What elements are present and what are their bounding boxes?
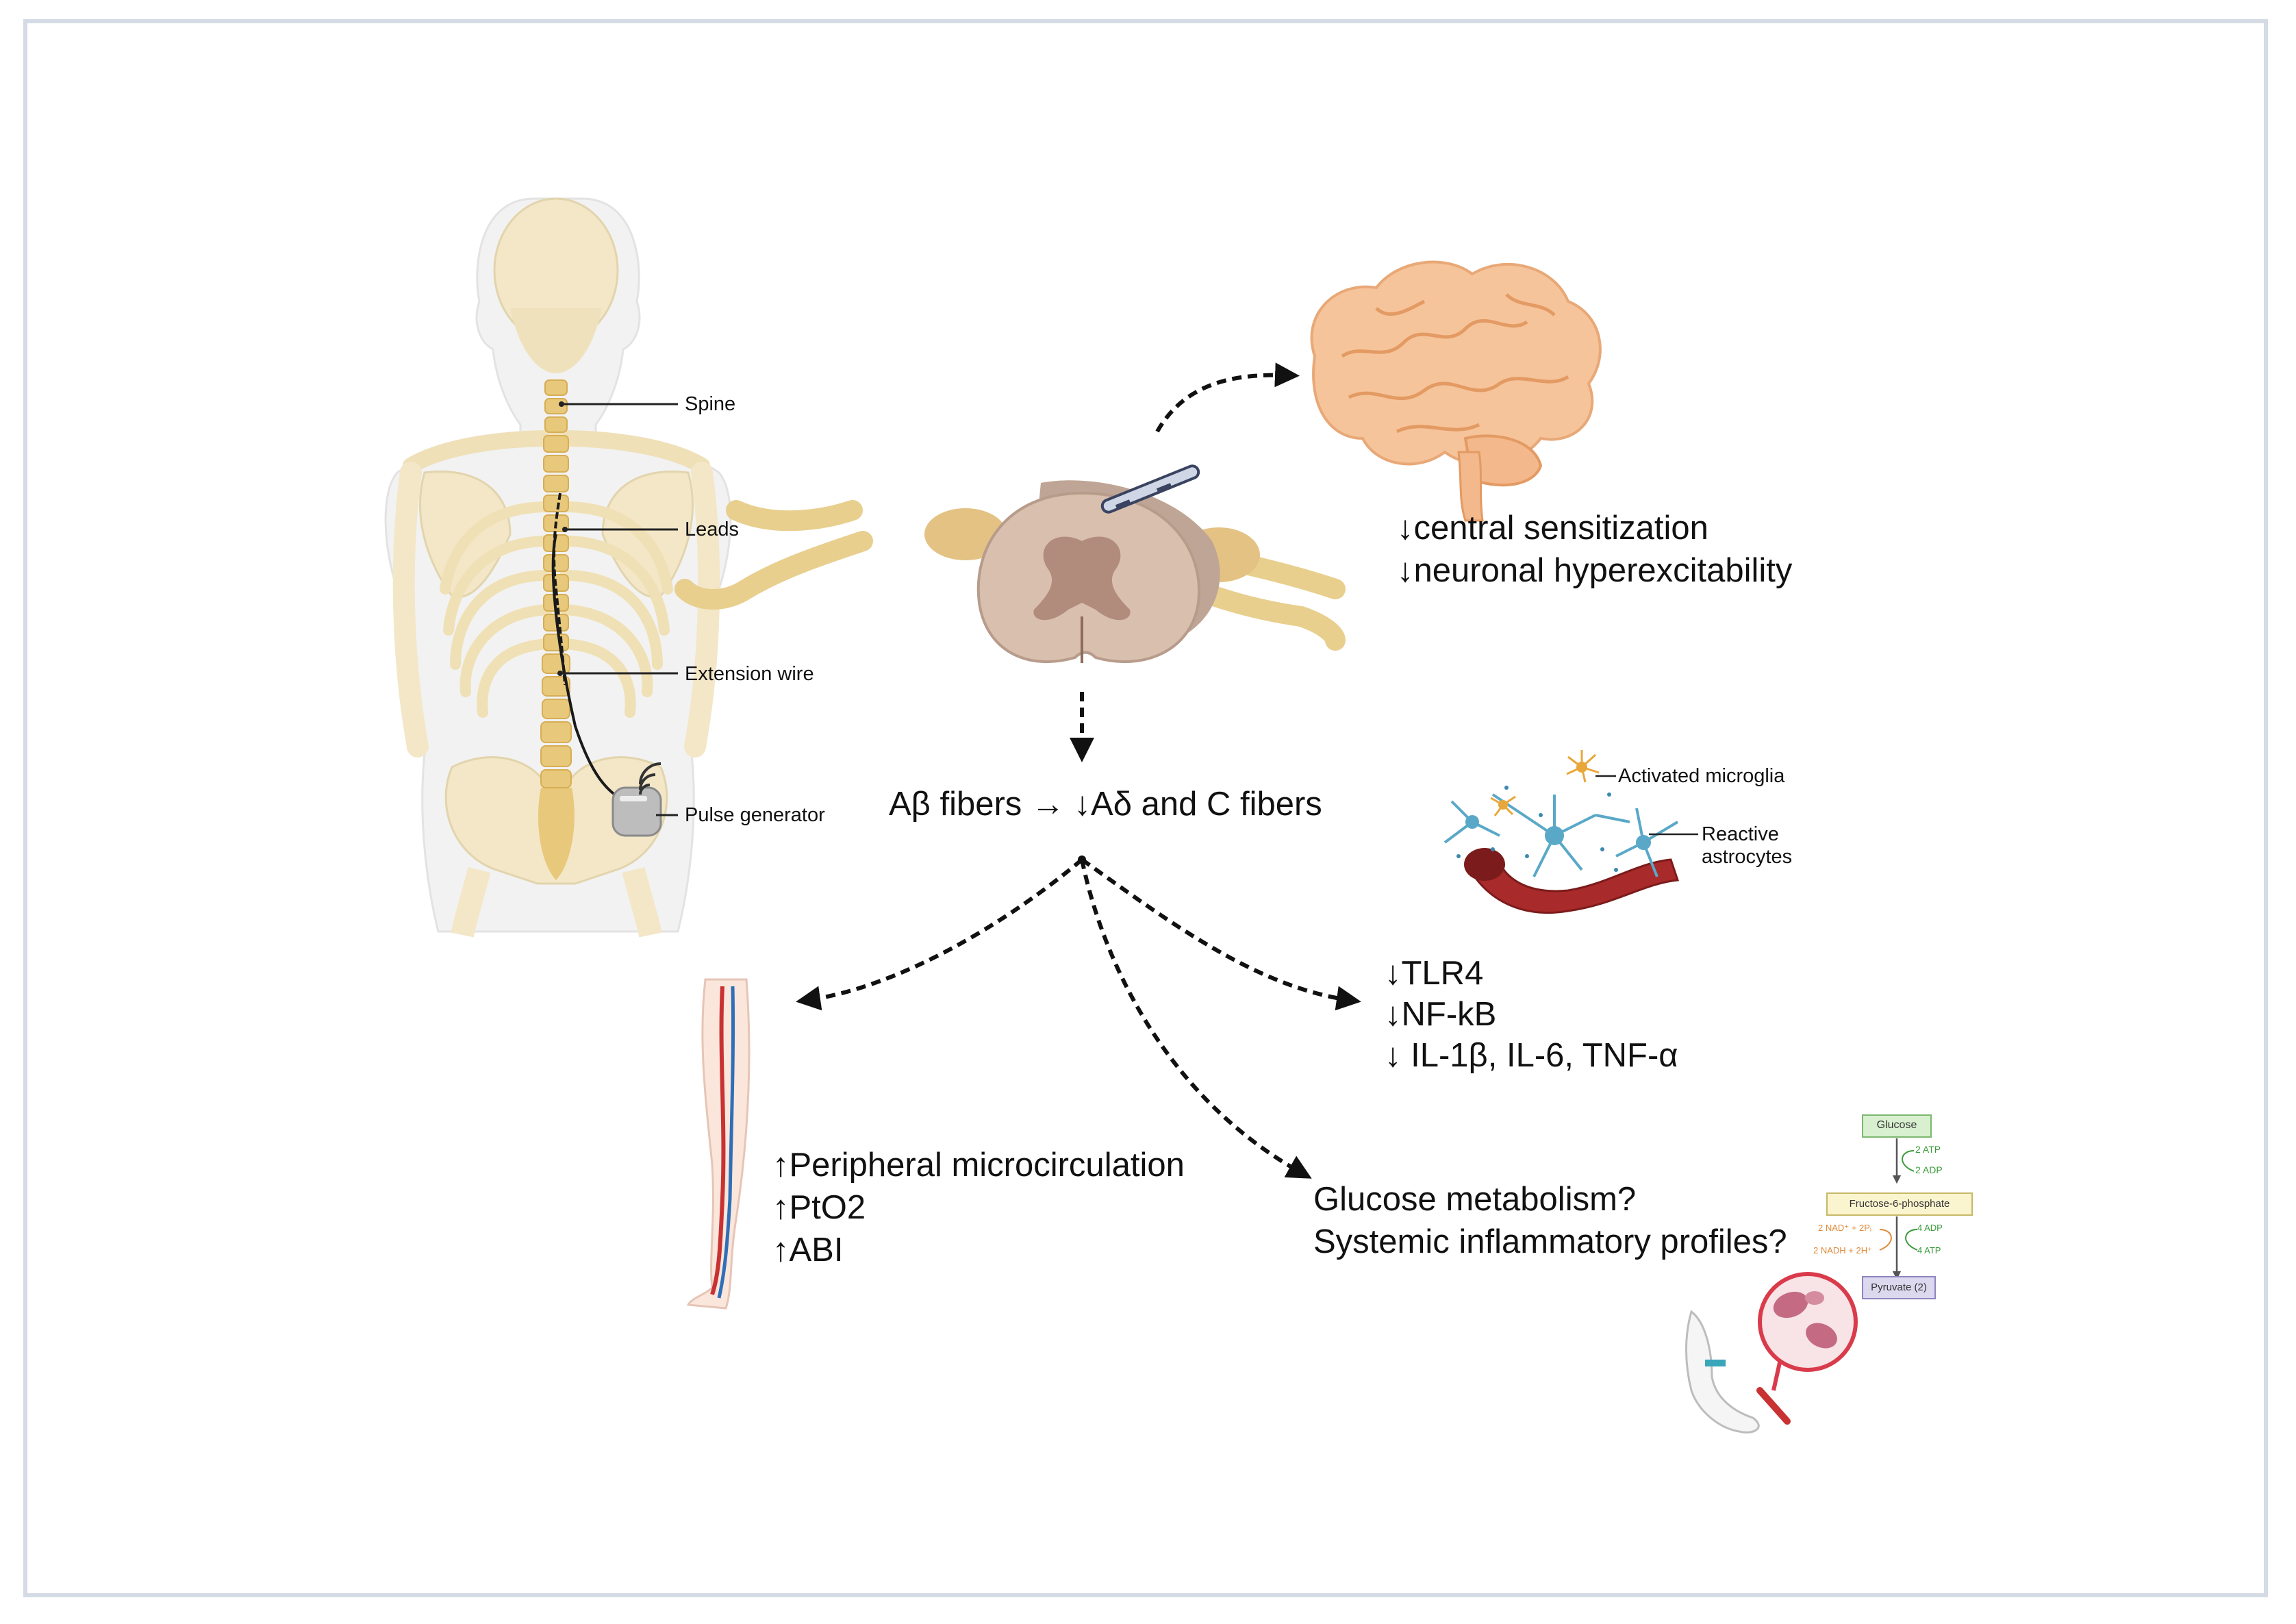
- microglia-cells: [1490, 750, 1600, 816]
- glycolysis-adp-out: 2 ADP: [1915, 1164, 1943, 1175]
- circulation-pto2: ↑PtO2: [772, 1189, 866, 1226]
- jaw: [510, 308, 602, 373]
- astrocyte-soma: [1545, 826, 1564, 845]
- right-clavicle: [553, 430, 710, 474]
- blood-sample-illustration: [1685, 1272, 1858, 1434]
- spinal-cord-cross-section: [674, 464, 1346, 664]
- glycolysis-glucose: Glucose: [1876, 1119, 1917, 1131]
- cytokine-dots: [1456, 786, 1618, 872]
- label-astrocytes: astrocytes: [1702, 846, 1793, 868]
- label-reactive: Reactive: [1702, 823, 1779, 845]
- dashed-arrows: [796, 362, 1361, 1179]
- leg-vasculature-illustration: [686, 978, 750, 1310]
- microglia-soma-2: [1498, 800, 1508, 810]
- left-nerve-root: [674, 500, 873, 610]
- leg-vein: [717, 986, 735, 1299]
- blood-cell-1: [1773, 1291, 1808, 1319]
- brain-effect-hyperexcitability: ↓neuronal hyperexcitability: [1397, 552, 1793, 589]
- syringe: [1756, 1387, 1791, 1425]
- microglia-soma: [1576, 762, 1587, 773]
- arrow-cord-to-brain: [1155, 362, 1300, 433]
- glycolysis-atp-in: 2 ATP: [1915, 1144, 1941, 1155]
- question-inflammatory-profiles: Systemic inflammatory profiles?: [1313, 1223, 1787, 1260]
- inflammation-tlr4: ↓TLR4: [1385, 955, 1484, 992]
- f6p-box: [1826, 1192, 1973, 1216]
- label-pulse-generator: Pulse generator: [685, 804, 825, 826]
- vessel-opening: [1464, 848, 1505, 881]
- glycolysis-nadh: 2 NADH + 2H⁺: [1813, 1245, 1872, 1256]
- tourniquet: [1705, 1360, 1726, 1366]
- left-humerus: [392, 462, 429, 758]
- body-skeleton-illustration: [384, 197, 732, 938]
- blood-cell-2: [1806, 1323, 1837, 1349]
- astrocyte-soma-2: [1636, 835, 1651, 850]
- glycolysis-pyruvate: Pyruvate (2): [1871, 1282, 1927, 1293]
- fibers-text: Aβ fibers → ↓Aδ and C fibers: [889, 786, 1322, 823]
- pulse-generator-device: [611, 762, 662, 837]
- left-femur: [451, 866, 491, 938]
- brain-cerebrum: [1310, 260, 1602, 466]
- label-leads: Leads: [685, 519, 740, 540]
- label-spine: Spine: [685, 393, 736, 415]
- inflammation-nfkb: ↓NF-kB: [1385, 996, 1497, 1033]
- question-glucose-metabolism: Glucose metabolism?: [1313, 1181, 1637, 1218]
- glycolysis-nad: 2 NAD⁺ + 2Pᵢ: [1818, 1223, 1871, 1233]
- circulation-microcirculation: ↑Peripheral microcirculation: [772, 1147, 1185, 1184]
- extension-wire: [551, 534, 621, 799]
- astrocyte-cells: [1443, 793, 1679, 877]
- gray-matter: [1033, 536, 1131, 621]
- arrow-hub-dot: [1078, 855, 1086, 864]
- brain-illustration: [1310, 260, 1602, 522]
- blood-vessel: [1470, 854, 1680, 914]
- glucose-box: [1862, 1114, 1932, 1138]
- figure-frame: [23, 19, 2268, 1597]
- blood-cell-3: [1805, 1291, 1824, 1305]
- epidural-lead: [1100, 464, 1200, 514]
- arrow-hub-to-metabolism: [1080, 859, 1312, 1179]
- brain-stem: [1457, 451, 1484, 522]
- brain-gyri: [1341, 293, 1569, 434]
- brain-cerebellum: [1463, 434, 1543, 487]
- label-extension-wire: Extension wire: [685, 663, 814, 685]
- magnifier-circle: [1758, 1272, 1858, 1372]
- arm-outline: [1685, 1310, 1760, 1434]
- brain-effect-central-sensitization: ↓central sensitization: [1397, 510, 1708, 547]
- sacrum: [538, 788, 575, 880]
- left-ribs: [440, 501, 553, 718]
- leg-artery: [710, 986, 726, 1295]
- glia-illustration: [1443, 750, 1698, 914]
- glycolysis-atp-out: 4 ATP: [1917, 1245, 1941, 1256]
- pyruvate-box: [1862, 1276, 1936, 1299]
- arrow-hub-to-leg: [796, 858, 1083, 1011]
- glycolysis-adp-in: 4 ADP: [1917, 1223, 1943, 1233]
- left-clavicle: [403, 430, 559, 474]
- glycolysis-f6p: Fructose-6-phosphate: [1849, 1198, 1950, 1210]
- right-femur: [622, 866, 662, 938]
- right-ribs: [559, 501, 673, 718]
- circulation-abi: ↑ABI: [772, 1232, 844, 1269]
- inflammation-cytokines: ↓ IL-1β, IL-6, TNF-α: [1385, 1037, 1678, 1074]
- astrocyte-soma-3: [1465, 815, 1479, 829]
- label-activated-microglia: Activated microglia: [1618, 765, 1785, 787]
- wireless-icon: [639, 762, 661, 795]
- glycolysis-pathway: [1826, 1114, 1973, 1299]
